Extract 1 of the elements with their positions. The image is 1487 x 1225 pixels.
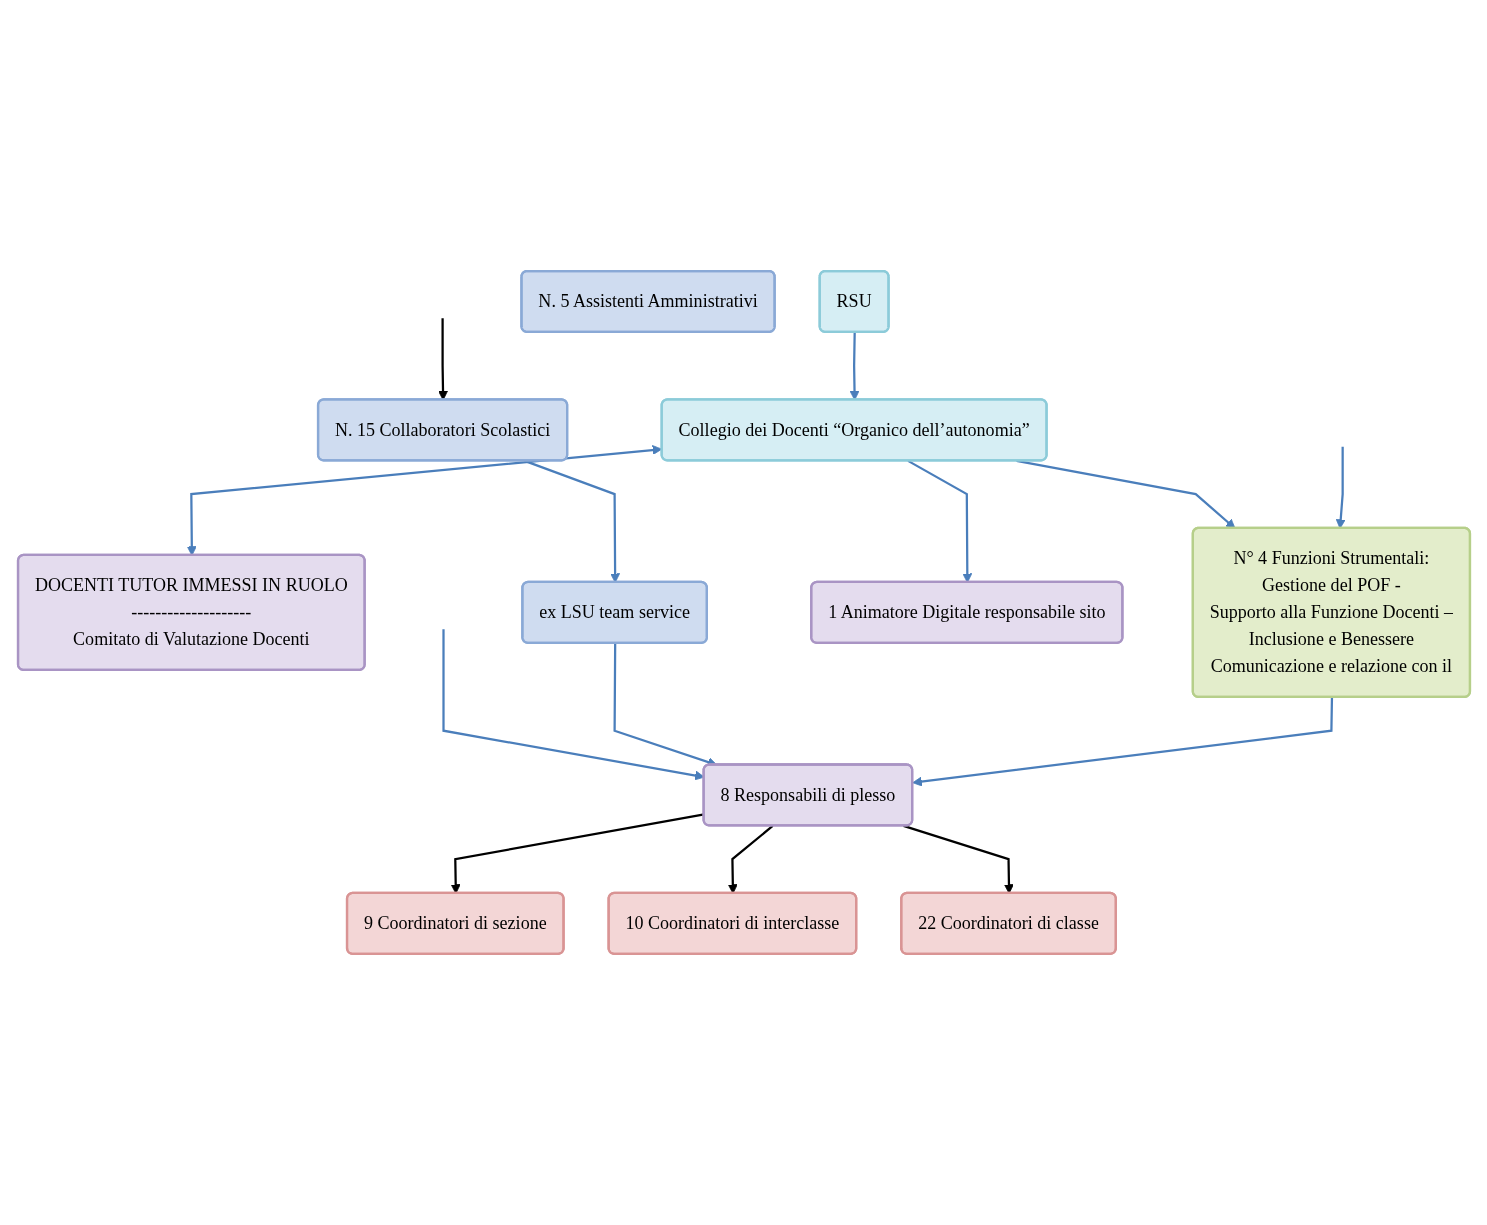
arrow: [911, 697, 1333, 787]
